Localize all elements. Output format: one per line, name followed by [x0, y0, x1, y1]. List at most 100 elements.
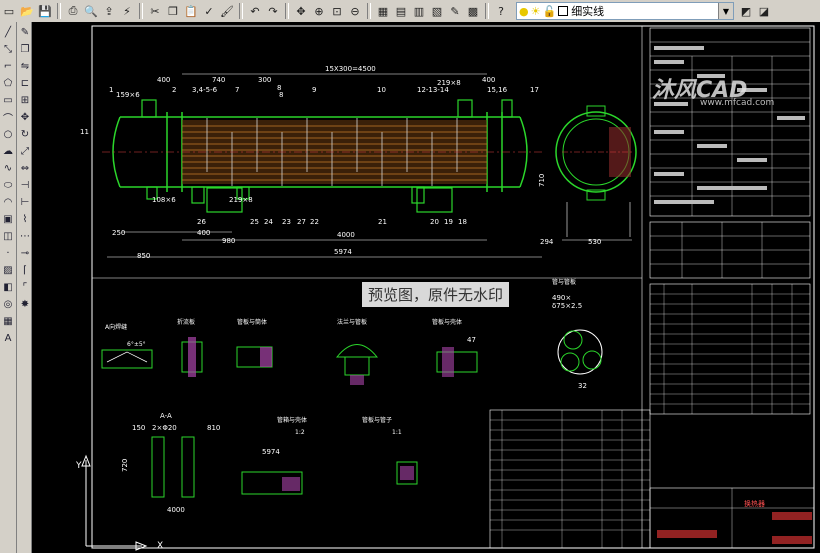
copy-icon[interactable]: ❐	[168, 4, 178, 18]
cut-icon[interactable]: ✂	[150, 4, 160, 18]
revcloud-icon[interactable]: ☁	[3, 145, 13, 157]
plot-icon[interactable]: ⚡	[123, 4, 131, 18]
region-icon[interactable]: ◎	[3, 298, 13, 310]
pan-icon[interactable]: ✥	[296, 4, 306, 18]
circle-icon[interactable]: ○	[3, 128, 13, 140]
publish-icon[interactable]: ⇪	[104, 4, 114, 18]
arc-icon[interactable]: ⌒	[3, 113, 13, 125]
make-block-icon[interactable]: ◫	[3, 230, 13, 242]
callout-19: 19	[444, 218, 453, 226]
rotate-icon[interactable]: ↻	[20, 128, 30, 140]
copy-obj-icon[interactable]: ❐	[20, 43, 30, 55]
erase-icon[interactable]: ✎	[20, 26, 30, 38]
detail-title-5: 管板与壳体	[432, 318, 462, 326]
properties-icon[interactable]: ▦	[377, 4, 389, 18]
brush-icon[interactable]: 🖌	[220, 4, 234, 18]
open-icon[interactable]: 📂	[20, 4, 34, 18]
dim-159: 159×6	[116, 91, 140, 99]
lock-icon: 🔓	[542, 4, 557, 18]
move-icon[interactable]: ✥	[20, 111, 30, 123]
ellipse-icon[interactable]: ⬭	[3, 179, 13, 191]
layer-dropdown[interactable]: ● ☀ 🔓 细实线 ▼	[516, 2, 734, 20]
detail-title-6: 管与管板	[552, 278, 576, 286]
table-icon[interactable]: ▦	[3, 315, 13, 327]
zoom-previous-icon[interactable]: ⊖	[350, 4, 360, 18]
callout-10: 10	[377, 86, 386, 94]
layer-previous-icon[interactable]: ◩	[740, 4, 752, 18]
array-icon[interactable]: ⊞	[20, 94, 30, 106]
callouts: 1 2 3,4-5-6 7 8 9 10 11 12-13-14 15,16 1…	[80, 86, 539, 226]
polyline-icon[interactable]: ⌐	[3, 60, 13, 72]
toolbar-separator	[367, 3, 371, 19]
undo-icon[interactable]: ↶	[250, 4, 260, 18]
toolpalette-icon[interactable]: ▥	[413, 4, 425, 18]
dim-980: 980	[222, 237, 235, 245]
callout-3: 3,4-5-6	[192, 86, 218, 94]
callout-8: 8	[279, 91, 283, 99]
callout-22: 22	[310, 218, 319, 226]
drawing-canvas[interactable]: 15X300=4500 400 740 300 8 400 5974 4000 …	[32, 22, 820, 553]
polygon-icon[interactable]: ⬠	[3, 77, 13, 89]
match-icon[interactable]: ✓	[204, 4, 214, 18]
explode-icon[interactable]: ✸	[20, 298, 30, 310]
ellipse-arc-icon[interactable]: ◠	[3, 196, 13, 208]
callout-2: 2	[172, 86, 176, 94]
layer-states-icon[interactable]: ◪	[758, 4, 770, 18]
detail-title-8: 管板与管子	[362, 416, 392, 424]
zoom-window-icon[interactable]: ⊡	[332, 4, 342, 18]
calc-icon[interactable]: ▩	[467, 4, 479, 18]
offset-icon[interactable]: ⊏	[20, 77, 30, 89]
chevron-down-icon[interactable]: ▼	[718, 3, 733, 19]
drawing-svg: 15X300=4500 400 740 300 8 400 5974 4000 …	[75, 25, 815, 551]
redo-icon[interactable]: ↷	[268, 4, 278, 18]
gradient-icon[interactable]: ◧	[3, 281, 13, 293]
dim-AA: A-A	[160, 412, 172, 420]
help-icon[interactable]: ?	[498, 4, 504, 18]
detail-title-2: 折流板	[177, 318, 195, 326]
fillet-icon[interactable]: ⌜	[22, 281, 28, 293]
dim-5974: 5974	[334, 248, 352, 256]
dim-400-b: 400	[482, 76, 495, 84]
callout-7: 7	[235, 86, 239, 94]
paste-icon[interactable]: 📋	[184, 4, 198, 18]
toolbar-separator	[57, 3, 61, 19]
ucs-icon	[81, 454, 148, 551]
break-icon[interactable]: ⋯	[20, 230, 30, 242]
extend-icon[interactable]: ⊢	[20, 196, 30, 208]
print-icon[interactable]: ⎙	[68, 4, 78, 17]
rectangle-icon[interactable]: ▭	[3, 94, 13, 106]
callout-1: 1	[109, 86, 113, 94]
mirror-icon[interactable]: ⇋	[20, 60, 30, 72]
dim-530: 530	[588, 238, 601, 246]
save-icon[interactable]: 💾	[38, 4, 52, 18]
markup-icon[interactable]: ✎	[450, 4, 460, 18]
new-icon[interactable]: ▭	[3, 4, 15, 18]
dim-219-b: 219×8	[229, 196, 253, 204]
point-icon[interactable]: ·	[6, 247, 10, 259]
spline-icon[interactable]: ∿	[3, 162, 13, 174]
line-icon[interactable]: ╱	[4, 26, 12, 38]
callout-9: 9	[312, 86, 316, 94]
preview-icon[interactable]: 🔍	[84, 4, 98, 18]
designcenter-icon[interactable]: ▤	[395, 4, 407, 18]
detail-title-7: 管箱与壳体	[277, 416, 307, 424]
callout-11: 11	[80, 128, 89, 136]
chamfer-icon[interactable]: ⌈	[23, 264, 27, 276]
hatch-icon[interactable]: ▨	[3, 264, 13, 276]
lower-parts-list	[489, 409, 651, 549]
lightbulb-icon: ●	[519, 4, 529, 18]
join-icon[interactable]: ⊸	[20, 247, 30, 259]
drawing-border	[91, 25, 815, 549]
trim-icon[interactable]: ⊣	[20, 179, 30, 191]
scale-1: 1:2	[295, 429, 305, 436]
insert-block-icon[interactable]: ▣	[3, 213, 13, 225]
break-point-icon[interactable]: ⌇	[22, 213, 28, 225]
mtext-icon[interactable]: A	[4, 332, 12, 344]
stretch-icon[interactable]: ⇔	[20, 162, 30, 174]
sheetset-icon[interactable]: ▧	[431, 4, 443, 18]
xline-icon[interactable]: ⤡	[4, 43, 12, 55]
scale-icon[interactable]: ⤢	[21, 145, 29, 157]
dim-810: 810	[207, 424, 220, 432]
zoom-icon[interactable]: ⊕	[314, 4, 324, 18]
scale-2: 1:1	[392, 429, 402, 436]
